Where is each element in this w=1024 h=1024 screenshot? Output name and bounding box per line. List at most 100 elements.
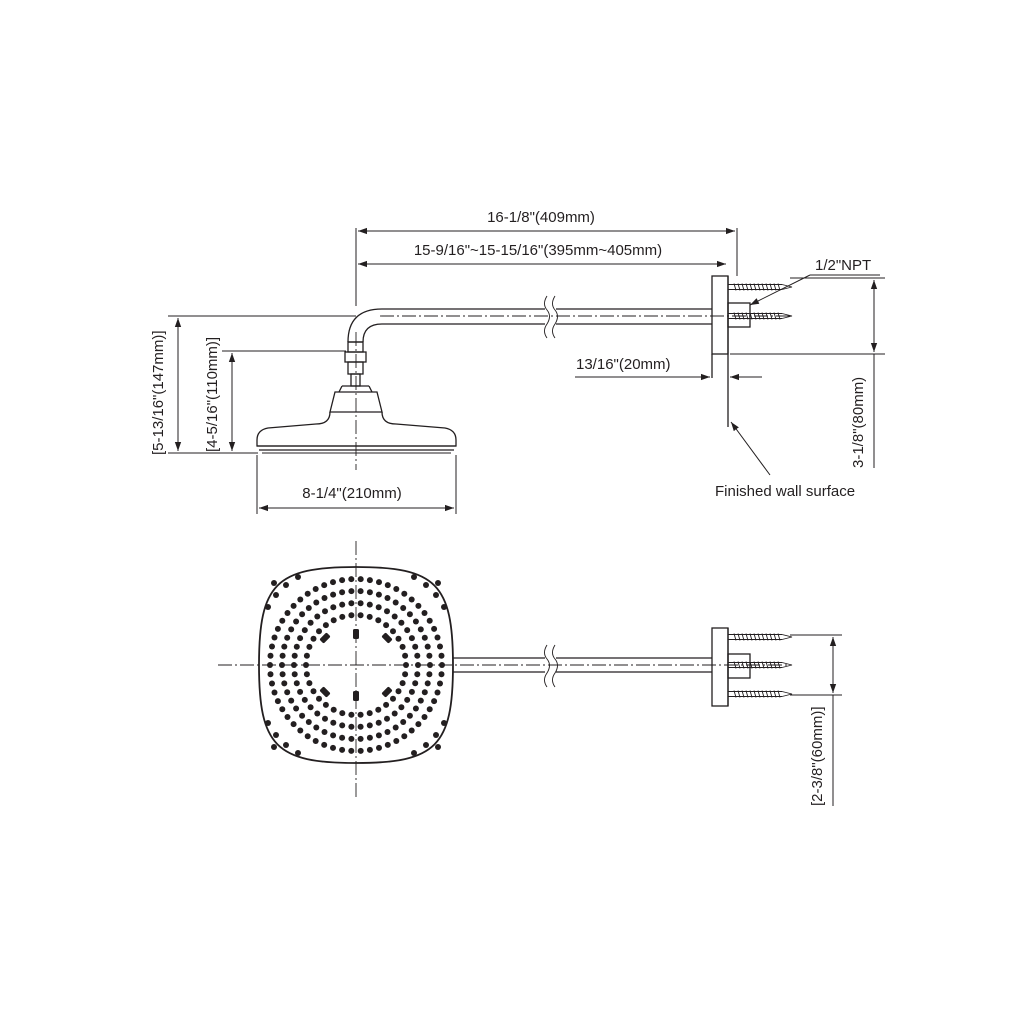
nozzle-dot bbox=[297, 727, 304, 734]
nozzle-dot bbox=[322, 622, 329, 629]
screw bbox=[728, 661, 793, 669]
nozzle-dot bbox=[392, 599, 399, 606]
nozzle-dot bbox=[297, 635, 304, 642]
nozzle-dot bbox=[330, 579, 336, 586]
nozzle-dot bbox=[414, 671, 421, 678]
nozzle-dot bbox=[306, 643, 313, 650]
nozzle-dot bbox=[412, 643, 419, 650]
flange-gap-label: 13/16"(20mm) bbox=[576, 356, 671, 373]
nozzle-dot bbox=[316, 628, 322, 635]
nozzle-dot bbox=[366, 722, 373, 729]
shower-head-face bbox=[218, 541, 790, 800]
nozzle-dot bbox=[279, 617, 286, 624]
screw bbox=[728, 283, 793, 291]
nozzle-dot bbox=[412, 680, 419, 687]
shower-head-side bbox=[256, 332, 457, 470]
nozzle-dot bbox=[433, 732, 439, 738]
nozzle-dot bbox=[438, 652, 445, 659]
nozzle-dot bbox=[348, 612, 355, 619]
nozzle-dot bbox=[417, 626, 424, 633]
nozzle-dot bbox=[267, 652, 274, 659]
nozzle-dot bbox=[274, 625, 281, 632]
nozzle-dot bbox=[384, 729, 391, 735]
nozzle-dot bbox=[339, 613, 346, 620]
nozzle-dot bbox=[357, 600, 364, 607]
nozzle-dot bbox=[408, 635, 415, 642]
nozzle-dot bbox=[366, 577, 373, 584]
nozzle-dot bbox=[376, 744, 382, 751]
nozzle-dot bbox=[411, 750, 417, 756]
nozzle-dot bbox=[412, 618, 419, 625]
nozzle-dot bbox=[295, 750, 301, 756]
nozzle-dot bbox=[412, 705, 419, 712]
nozzle-dot bbox=[408, 688, 415, 695]
nozzle-dot bbox=[339, 746, 346, 753]
top-view: [2-3/8"(60mm)] bbox=[218, 541, 842, 806]
nozzle-dot bbox=[284, 634, 291, 641]
nozzle-dot bbox=[434, 689, 441, 696]
nozzle-dot bbox=[438, 671, 445, 678]
nozzle-dot bbox=[400, 605, 407, 611]
wall-callout: Finished wall surface bbox=[715, 421, 855, 500]
nozzle-dot bbox=[290, 721, 297, 728]
nozzle-dot bbox=[291, 652, 298, 659]
side-view: 16-1/8"(409mm) 15-9/16"~15-15/16"(395mm~… bbox=[150, 209, 885, 514]
nozzle-dot bbox=[375, 604, 382, 611]
nozzle-dot bbox=[375, 719, 382, 726]
nozzle-dot bbox=[304, 733, 311, 740]
nozzle-dot bbox=[383, 701, 390, 708]
nozzle-dot bbox=[267, 671, 274, 678]
nozzle-dot bbox=[348, 723, 355, 730]
nozzle-dot bbox=[437, 643, 443, 650]
nozzle-pattern bbox=[265, 574, 447, 756]
nozzle-dot bbox=[339, 722, 346, 729]
screw bbox=[728, 312, 793, 320]
nozzle-dot bbox=[279, 652, 286, 659]
nozzle-dot bbox=[399, 680, 406, 687]
nozzle-dot bbox=[395, 635, 402, 642]
nozzle-dot bbox=[330, 591, 337, 598]
nozzle-dot bbox=[307, 704, 314, 711]
nozzle-dot bbox=[299, 712, 306, 719]
head-height-label: [4-5/16"(110mm)] bbox=[204, 337, 221, 452]
nozzle-dot bbox=[424, 643, 431, 650]
nozzle-dot bbox=[322, 715, 328, 722]
nozzle-dot bbox=[305, 605, 312, 611]
nozzle-dot bbox=[357, 747, 364, 754]
nozzle-dot bbox=[390, 695, 396, 702]
nozzle-dot bbox=[366, 589, 373, 596]
thread-label: 1/2"NPT bbox=[815, 257, 871, 274]
wall-screws-top bbox=[728, 633, 793, 698]
nozzle-dot bbox=[293, 618, 300, 625]
nozzle-dot bbox=[269, 680, 275, 687]
nozzle-dot bbox=[357, 576, 364, 583]
nozzle-dot bbox=[399, 643, 406, 650]
nozzle-dot bbox=[411, 574, 417, 580]
nozzle-dot bbox=[348, 600, 355, 607]
dim-total-height: [5-13/16"(147mm)] bbox=[150, 315, 356, 455]
nozzle-dot bbox=[273, 732, 279, 738]
nozzle-dot bbox=[375, 591, 382, 598]
nozzle-dot bbox=[421, 610, 428, 616]
nozzle-dot bbox=[304, 590, 311, 597]
nozzle-dot bbox=[426, 652, 433, 659]
nozzle-dot bbox=[312, 586, 319, 592]
nozzle-dot bbox=[314, 613, 321, 620]
nozzle-dot bbox=[406, 611, 413, 618]
nozzle-dot bbox=[271, 744, 277, 750]
head-width-label: 8-1/4"(210mm) bbox=[302, 485, 402, 502]
nozzle-dot bbox=[291, 671, 298, 678]
nozzle-dot bbox=[390, 628, 396, 635]
nozzle-dot bbox=[402, 652, 409, 659]
total-height-label: [5-13/16"(147mm)] bbox=[150, 330, 167, 455]
nozzle-dot bbox=[301, 696, 308, 703]
shower-arm-side bbox=[347, 295, 790, 343]
nozzle-dot bbox=[357, 612, 364, 619]
nozzle-dot bbox=[314, 710, 321, 717]
nozzle-dot bbox=[269, 643, 275, 650]
dim-wall-drop: 3-1/8"(80mm) bbox=[730, 277, 885, 468]
nozzle-slot bbox=[319, 686, 331, 698]
nozzle-dot bbox=[306, 680, 313, 687]
nozzle-dot bbox=[271, 634, 278, 641]
nozzle-dot bbox=[310, 688, 317, 695]
